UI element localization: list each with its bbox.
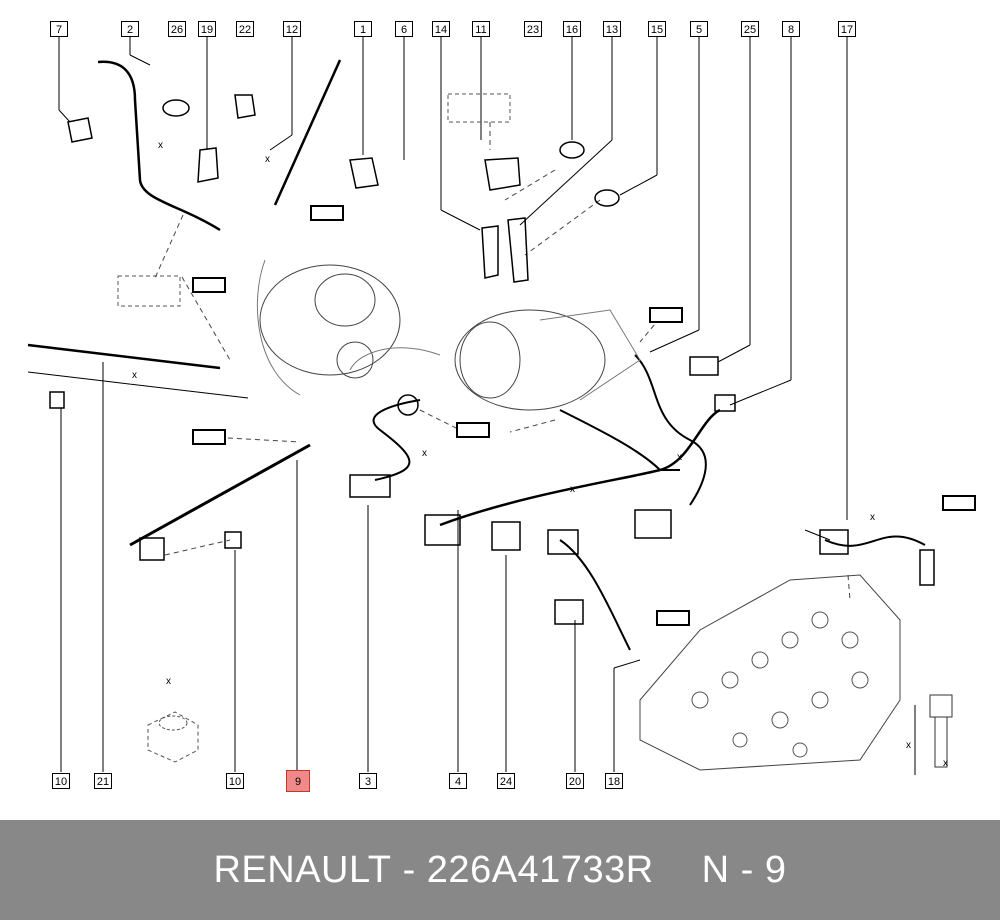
callout-24[interactable]: 24 — [497, 773, 515, 789]
exploded-parts-diagram: x x x x x x x x x x — [27, 37, 953, 775]
separator: - — [402, 848, 416, 891]
callout-23[interactable]: 23 — [524, 21, 542, 37]
reference-tag — [192, 429, 226, 445]
callout-12[interactable]: 12 — [283, 21, 301, 37]
callout-8[interactable]: 8 — [782, 21, 800, 37]
callout-4[interactable]: 4 — [449, 773, 467, 789]
reference-tag — [192, 277, 226, 293]
dim-mark: x — [132, 370, 137, 381]
dim-mark: x — [870, 512, 875, 523]
dim-mark: x — [943, 758, 948, 769]
dim-mark: x — [422, 448, 427, 459]
dim-mark: x — [265, 154, 270, 165]
callout-1[interactable]: 1 — [354, 21, 372, 37]
callout-25[interactable]: 25 — [741, 21, 759, 37]
reference-tag — [656, 610, 690, 626]
reference-tag — [942, 495, 976, 511]
part-info-footer: RENAULT - 226A41733R N - 9 — [0, 820, 1000, 920]
reference-tag — [456, 422, 490, 438]
callout-11[interactable]: 11 — [472, 21, 490, 37]
separator: - — [740, 848, 754, 891]
callout-14[interactable]: 14 — [432, 21, 450, 37]
callout-7[interactable]: 7 — [50, 21, 68, 37]
dim-mark: x — [906, 740, 911, 751]
callout-13[interactable]: 13 — [603, 21, 621, 37]
callout-15[interactable]: 15 — [648, 21, 666, 37]
callout-5[interactable]: 5 — [690, 21, 708, 37]
reference-tag — [649, 307, 683, 323]
callout-19[interactable]: 19 — [198, 21, 216, 37]
callout-10[interactable]: 10 — [52, 773, 70, 789]
callout-21[interactable]: 21 — [94, 773, 112, 789]
callout-22[interactable]: 22 — [236, 21, 254, 37]
position-letter: N — [701, 848, 730, 891]
callout-26[interactable]: 26 — [168, 21, 186, 37]
callout-20[interactable]: 20 — [566, 773, 584, 789]
dim-mark: x — [158, 140, 163, 151]
callout-6[interactable]: 6 — [395, 21, 413, 37]
callout-16[interactable]: 16 — [563, 21, 581, 37]
callout-3[interactable]: 3 — [359, 773, 377, 789]
dim-mark: x — [570, 484, 575, 495]
brand-name: RENAULT — [213, 848, 392, 891]
position-number: 9 — [764, 848, 787, 891]
part-number: 226A41733R — [426, 848, 654, 891]
dim-mark: x — [677, 452, 682, 463]
callout-18[interactable]: 18 — [605, 773, 623, 789]
dim-mark: x — [166, 676, 171, 687]
callout-10[interactable]: 10 — [226, 773, 244, 789]
callout-9-highlighted[interactable]: 9 — [286, 770, 310, 792]
callout-2[interactable]: 2 — [121, 21, 139, 37]
reference-tag — [310, 205, 344, 221]
callout-17[interactable]: 17 — [838, 21, 856, 37]
